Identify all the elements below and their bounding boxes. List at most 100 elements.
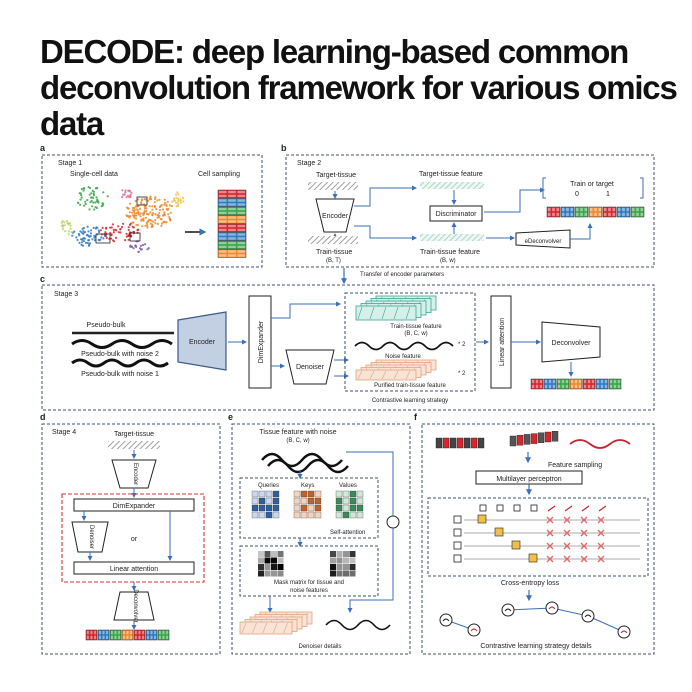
scatter-point	[62, 224, 65, 227]
cell-tile-inner	[228, 224, 236, 228]
cell-tile-inner	[591, 384, 595, 389]
sample-bar	[537, 432, 545, 443]
scatter-point	[112, 239, 115, 242]
attention-cell	[314, 511, 322, 519]
scatter-point	[134, 200, 137, 203]
scatter-point	[138, 207, 141, 210]
mask-cell	[264, 564, 271, 570]
deconvolver-shape	[541, 321, 601, 363]
encoder-label: Encoder	[322, 213, 349, 220]
match-cell	[528, 553, 538, 563]
scatter-point	[177, 204, 180, 207]
mask-matrices	[258, 551, 356, 577]
scatter-point	[81, 238, 84, 241]
scatter-point	[132, 247, 135, 250]
cell-tile-inner	[570, 212, 574, 217]
cell-tile-inner	[228, 199, 236, 202]
sample-bar	[449, 437, 457, 449]
cell-tile-inner	[531, 384, 535, 389]
scatter-point	[110, 237, 113, 240]
attention-cell	[356, 504, 364, 512]
cell-tile-inner	[598, 212, 602, 217]
scatter-point	[140, 202, 143, 205]
panel-a: a Stage 1 Single-cell data Cell sampling	[40, 143, 263, 268]
cell-tile-inner	[539, 384, 543, 389]
scatter-point	[124, 189, 127, 192]
cell-tile-inner	[90, 630, 93, 635]
cell-tile-inner	[603, 212, 607, 217]
denoiser-details-label: Denoiser details	[298, 644, 341, 650]
cell-tile-inner	[631, 207, 635, 212]
cell-tile-inner	[237, 207, 246, 211]
d-linear-attention-label: Linear attention	[110, 566, 158, 573]
bracket	[542, 177, 546, 199]
panel-c-letter: c	[40, 274, 45, 284]
cell-tile-inner	[110, 635, 113, 640]
cell-tile-inner	[557, 384, 561, 389]
sample-bar	[456, 437, 464, 449]
attention-cell	[293, 497, 301, 505]
scatter-point	[89, 232, 93, 235]
mask-cell	[330, 551, 336, 557]
cell-tile-inner	[237, 199, 246, 202]
feature-hatch	[252, 622, 257, 634]
mask-cell	[271, 551, 277, 557]
cell-tile-inner	[237, 224, 246, 228]
mask-cell	[343, 570, 349, 577]
scatter-point	[86, 198, 89, 202]
transfer-label: Transfer of encoder parameters	[360, 272, 444, 278]
cell-tile-inner	[118, 630, 121, 635]
cell-tile-inner	[126, 630, 129, 635]
scatter-point	[95, 200, 99, 203]
cell-tile-inner	[110, 630, 113, 635]
scatter-point	[125, 232, 128, 235]
mask-cell	[271, 570, 277, 577]
cell-tile-inner	[118, 635, 121, 640]
scatter-point	[145, 212, 148, 215]
attention-cell	[314, 497, 322, 505]
cell-tile-inner	[547, 207, 551, 212]
scatter-point	[136, 209, 139, 212]
cell-tile-inner	[218, 228, 227, 232]
mask-cell	[330, 564, 336, 570]
attention-cell	[342, 504, 350, 512]
scatter-point	[105, 227, 108, 230]
cell-tile-inner	[578, 379, 582, 384]
scatter-point	[149, 218, 152, 221]
d-deconvolver-label: Deconvolver	[132, 589, 138, 622]
panel-b-letter: b	[281, 143, 287, 153]
cell-tile	[546, 206, 561, 218]
cell-tile-inner	[102, 635, 105, 640]
attention-cell	[251, 490, 259, 498]
scatter-point	[65, 220, 68, 223]
scatter-point	[133, 209, 136, 212]
cell-tile	[217, 240, 247, 250]
cell-tile-inner	[609, 384, 613, 389]
scatter-point	[158, 209, 162, 212]
stage-2-label: Stage 2	[297, 160, 321, 167]
feature-hatch	[357, 306, 363, 320]
scatter-point	[71, 234, 74, 237]
feature-hatch	[241, 622, 247, 634]
scatter-point	[93, 234, 96, 237]
scatter-point	[110, 234, 113, 237]
attention-cell	[272, 497, 280, 505]
feature-hatch	[357, 370, 363, 380]
cell-tile-inner	[237, 216, 246, 219]
cell-tile-inner	[539, 379, 543, 384]
tissue-noise-label: Tissue feature with noise	[259, 429, 336, 436]
scatter-point	[88, 186, 91, 190]
scatter-point	[141, 243, 145, 247]
cell-tile-inner	[228, 190, 236, 194]
scatter-point	[119, 228, 122, 231]
attention-cell	[258, 490, 266, 498]
target-tissue-signal	[308, 182, 358, 190]
values-label: Values	[339, 483, 357, 489]
scatter-point	[105, 236, 108, 239]
attention-cell	[342, 497, 350, 505]
cell-tile-inner	[228, 194, 236, 198]
mismatch-cross	[580, 516, 588, 524]
scatter-point	[145, 223, 149, 226]
sample-box	[136, 196, 148, 206]
cell-tile	[569, 378, 583, 390]
